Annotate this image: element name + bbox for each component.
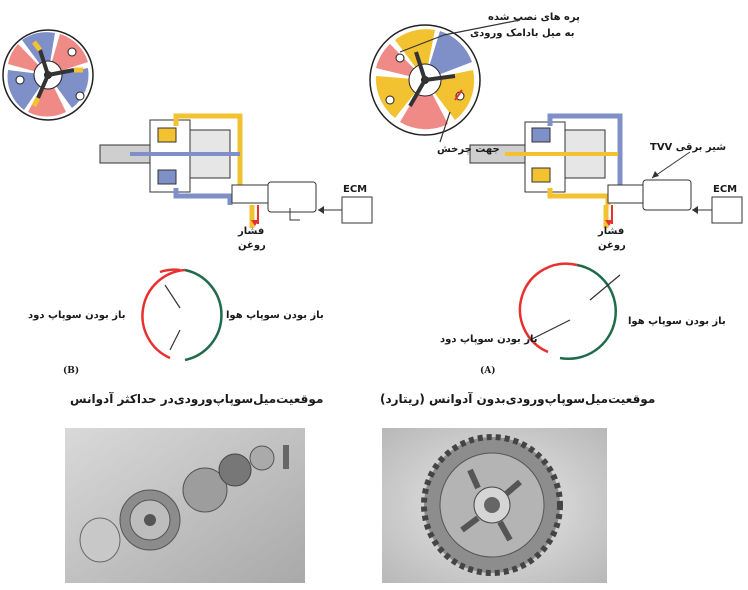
ecm-label-a: ECM bbox=[713, 184, 738, 195]
actuator-b bbox=[99, 113, 373, 228]
actuator-a bbox=[469, 113, 743, 228]
photo-sprocket bbox=[382, 428, 607, 583]
exhaust-open-label-a: باز بودن سوپاپ دود bbox=[440, 334, 538, 345]
rotation-label: جهت چرخش bbox=[437, 144, 500, 155]
vane-label-line2: به میل بادامک ورودی bbox=[470, 28, 575, 39]
intake-open-label-a: باز بودن سوپاپ هوا bbox=[628, 316, 726, 327]
caption-a: موقعیت‌میل‌سوپاپ‌ورودی‌بدون آدوانس (ریتا… bbox=[380, 392, 656, 406]
tvv-label: شیر برقی TVV bbox=[650, 142, 727, 153]
rotor-b bbox=[2, 29, 94, 121]
caption-b: موقعیت‌میل‌سوپاپ‌ورودی‌در حداکثر آدوانس bbox=[70, 392, 324, 406]
panel-tag-a: (A) bbox=[480, 366, 496, 376]
rotor-a bbox=[369, 19, 521, 143]
oil-pressure-b-line2: روغن bbox=[238, 240, 266, 251]
oil-pressure-a-line2: روغن bbox=[598, 240, 626, 251]
oil-pressure-b-line1: فشار bbox=[238, 226, 265, 237]
timing-circle-a bbox=[518, 262, 621, 360]
photo-exploded-phaser bbox=[65, 428, 305, 583]
exhaust-open-label-b: باز بودن سوپاپ دود bbox=[28, 310, 126, 321]
ecm-label-b: ECM bbox=[343, 184, 368, 195]
vane-label-line1: پره های نصب شده bbox=[488, 12, 580, 23]
timing-circle-b bbox=[141, 268, 223, 362]
intake-open-label-b: باز بودن سوپاپ هوا bbox=[226, 310, 324, 321]
oil-pressure-a-line1: فشار bbox=[598, 226, 625, 237]
panel-tag-b: (B) bbox=[63, 366, 80, 376]
